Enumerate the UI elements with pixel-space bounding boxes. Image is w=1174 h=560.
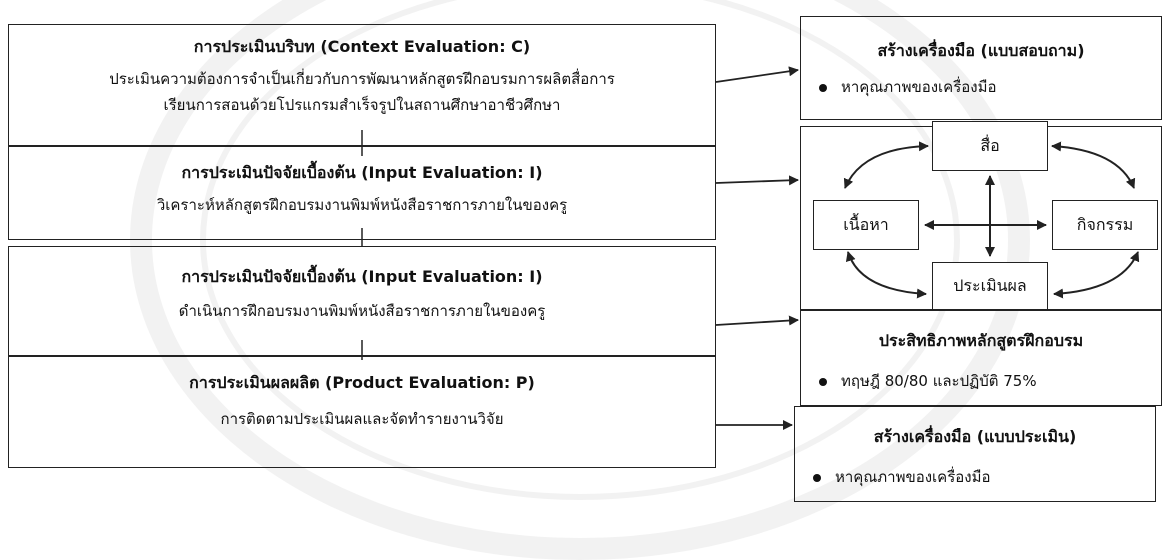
tool-survey-box: สร้างเครื่องมือ (แบบสอบถาม) หาคุณภาพของเ… (800, 16, 1162, 120)
arrow-context-to-tool-survey (715, 66, 799, 83)
product-evaluation-title: การประเมินผลผลิต (Product Evaluation: P) (189, 373, 535, 392)
input-evaluation-analysis-line: วิเคราะห์หลักสูตรฝึกอบรมงานพิมพ์หนังสือร… (156, 196, 568, 214)
cycle-node-activity: กิจกรรม (1052, 200, 1158, 250)
tool-assessment-title: สร้างเครื่องมือ (แบบประเมิน) (873, 427, 1077, 446)
training-efficiency-bullet-text: ทฤษฎี 80/80 และปฏิบัติ 75% (841, 372, 1037, 390)
product-evaluation-line: การติดตามประเมินผลและจัดทำรายงานวิจัย (220, 410, 504, 428)
input-evaluation-training-title: การประเมินปัจจัยเบื้องต้น (Input Evaluat… (181, 267, 543, 286)
cycle-arrow-content-evaluation (845, 251, 927, 299)
training-efficiency-bullet: ทฤษฎี 80/80 และปฏิบัติ 75% (819, 369, 1037, 393)
cycle-node-activity-label: กิจกรรม (1076, 214, 1134, 234)
context-evaluation-box: การประเมินบริบท (Context Evaluation: C) … (8, 24, 716, 146)
watermark-seal-inner (200, 0, 960, 500)
bullet-dot-icon (819, 377, 827, 386)
training-efficiency-box: ประสิทธิภาพหลักสูตรฝึกอบรม ทฤษฎี 80/80 แ… (800, 310, 1162, 406)
cycle-arrow-media-activity (1051, 141, 1136, 189)
arrow-input-to-cycle (715, 175, 799, 186)
cycle-node-media-label: สื่อ (980, 135, 1000, 155)
tool-survey-bullet-text: หาคุณภาพของเครื่องมือ (841, 78, 997, 96)
connector-arrows (361, 66, 1140, 430)
cycle-arrow-media-content (843, 141, 929, 189)
context-evaluation-title: การประเมินบริบท (Context Evaluation: C) (193, 37, 531, 56)
bullet-dot-icon (813, 473, 821, 482)
tool-assessment-box: สร้างเครื่องมือ (แบบประเมิน) หาคุณภาพของ… (794, 406, 1156, 502)
cycle-node-evaluation-label: ประเมินผล (953, 275, 1027, 295)
cycle-node-evaluation: ประเมินผล (932, 262, 1048, 310)
input-evaluation-training-line: ดำเนินการฝึกอบรมงานพิมพ์หนังสือราชการภาย… (178, 302, 546, 320)
cycle-node-content-label: เนื้อหา (843, 214, 889, 234)
tool-survey-bullet: หาคุณภาพของเครื่องมือ (819, 75, 997, 99)
cycle-node-content: เนื้อหา (813, 200, 919, 250)
tool-survey-title: สร้างเครื่องมือ (แบบสอบถาม) (877, 41, 1085, 60)
input-evaluation-training-box: การประเมินปัจจัยเบื้องต้น (Input Evaluat… (8, 246, 716, 356)
context-evaluation-line-1: ประเมินความต้องการจำเป็นเกี่ยวกับการพัฒน… (109, 70, 615, 88)
tool-assessment-bullet: หาคุณภาพของเครื่องมือ (813, 465, 991, 489)
input-evaluation-analysis-title: การประเมินปัจจัยเบื้องต้น (Input Evaluat… (181, 163, 543, 182)
training-efficiency-title: ประสิทธิภาพหลักสูตรฝึกอบรม (878, 331, 1084, 350)
cycle-node-media: สื่อ (932, 121, 1048, 171)
bullet-dot-icon (819, 83, 827, 92)
tool-assessment-bullet-text: หาคุณภาพของเครื่องมือ (835, 468, 991, 486)
cycle-arrow-activity-evaluation (1053, 251, 1140, 299)
arrow-training-to-efficiency (715, 315, 799, 326)
context-evaluation-line-2: เรียนการสอนด้วยโปรแกรมสำเร็จรูปในสถานศึก… (163, 96, 561, 114)
